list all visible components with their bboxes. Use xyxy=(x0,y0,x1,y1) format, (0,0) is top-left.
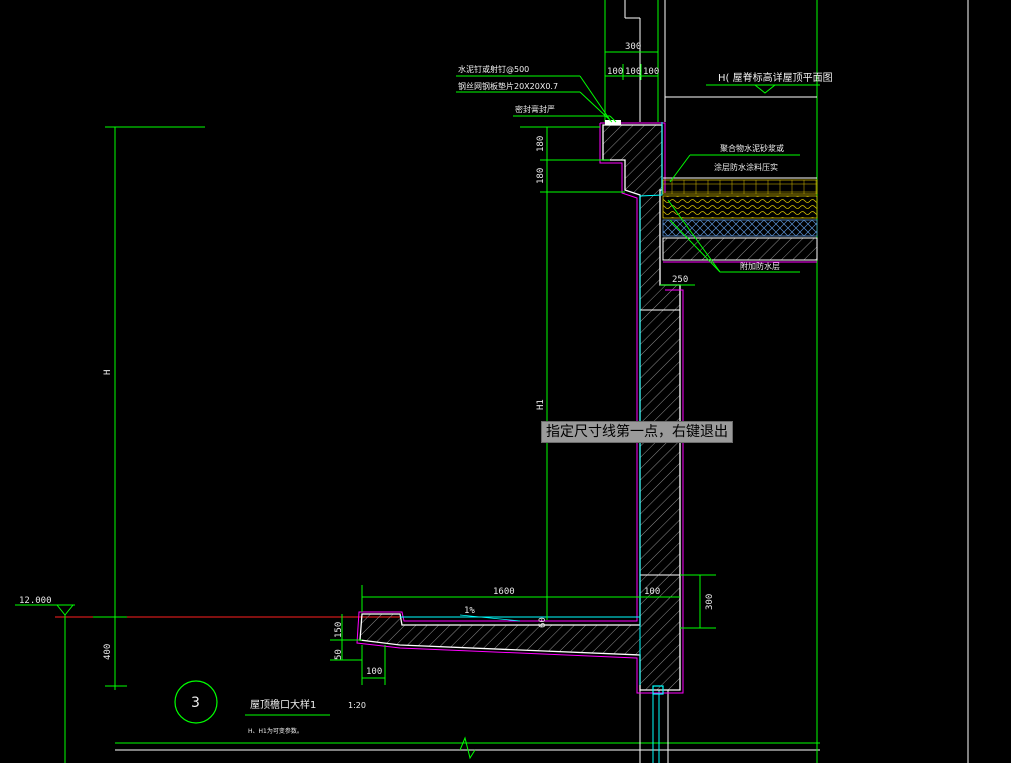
note-mortar: 聚合物水泥砂浆或 xyxy=(720,143,784,153)
detail-subnote: H、H1为可变参数。 xyxy=(248,727,303,735)
dim-top-100c: 100 xyxy=(643,67,659,77)
note-mesh: 钢丝网钢板垫片20X20X0.7 xyxy=(458,81,558,91)
dim-top-100a: 100 xyxy=(607,67,623,77)
dim-100-right: 100 xyxy=(644,587,660,597)
note-nails: 水泥钉或射钉@500 xyxy=(458,64,529,74)
slope-label: 1% xyxy=(464,606,475,616)
dim-300-right: 300 xyxy=(705,594,715,610)
detail-number: 3 xyxy=(191,695,200,711)
dim-400: 400 xyxy=(103,644,113,660)
dim-top-100b: 100 xyxy=(625,67,641,77)
elevation-label: 12.000 xyxy=(19,596,52,606)
concrete-section xyxy=(359,124,681,691)
note-coating: 涂层防水涂料压实 xyxy=(714,162,778,172)
detail-scale: 1:20 xyxy=(348,701,366,710)
dim-180b: 180 xyxy=(536,168,546,184)
dim-250: 250 xyxy=(672,275,688,285)
dim-100-bottom: 100 xyxy=(366,667,382,677)
note-extra-waterproof: 附加防水层 xyxy=(740,261,780,271)
roof-slab xyxy=(662,237,818,261)
dim-60: 60 xyxy=(538,617,548,628)
command-prompt-tooltip: 指定尺寸线第一点，右键退出 xyxy=(541,421,733,443)
dim-180a: 180 xyxy=(536,136,546,152)
dim-150: 150 xyxy=(334,622,344,638)
dim-h: H xyxy=(103,370,113,375)
note-sealant: 密封膏封严 xyxy=(515,104,555,114)
dim-50: 50 xyxy=(334,649,344,660)
roof-insulation xyxy=(662,195,818,219)
dim-h1: H1 xyxy=(536,399,546,410)
plan-reference: H( 屋脊标高详屋顶平面图 xyxy=(718,71,833,84)
roof-waterproof xyxy=(662,219,818,237)
dim-top-300: 300 xyxy=(625,42,641,52)
roof-tiles xyxy=(662,179,818,195)
detail-title: 屋顶檐口大样1 xyxy=(250,698,316,711)
dim-1600: 1600 xyxy=(493,587,515,597)
detail-number-circle xyxy=(174,680,218,724)
